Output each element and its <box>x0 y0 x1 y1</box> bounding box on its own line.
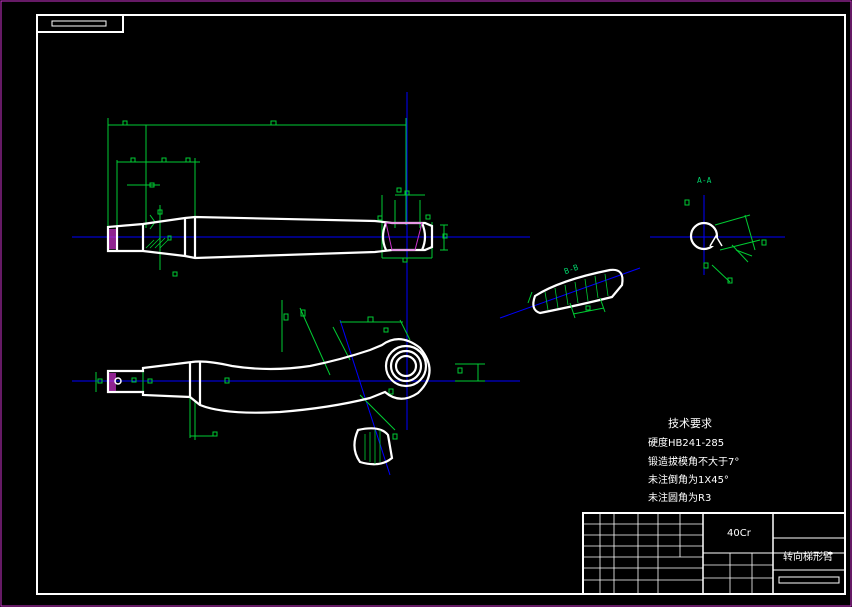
section-a-a-label: A-A <box>697 176 712 185</box>
section-a-a <box>684 199 767 284</box>
notes-line-3: 未注倒角为1X45° <box>648 475 729 486</box>
notes-line-2: 锻造拔模角不大于7° <box>648 457 740 468</box>
section-b-b <box>527 268 624 319</box>
material-label: 40Cr <box>727 528 751 539</box>
corner-tag-inner <box>51 20 107 27</box>
front-view <box>95 300 485 466</box>
part-name-label: 转向梯形臂 <box>783 552 833 563</box>
notes-title: 技术要求 <box>668 417 712 430</box>
corner-tag-box <box>36 14 124 33</box>
notes-line-4: 未注圆角为R3 <box>648 493 712 504</box>
title-block <box>582 512 846 595</box>
drawing-border <box>36 14 846 595</box>
top-view <box>106 118 448 277</box>
notes-line-1: 硬度HB241-285 <box>648 438 725 449</box>
